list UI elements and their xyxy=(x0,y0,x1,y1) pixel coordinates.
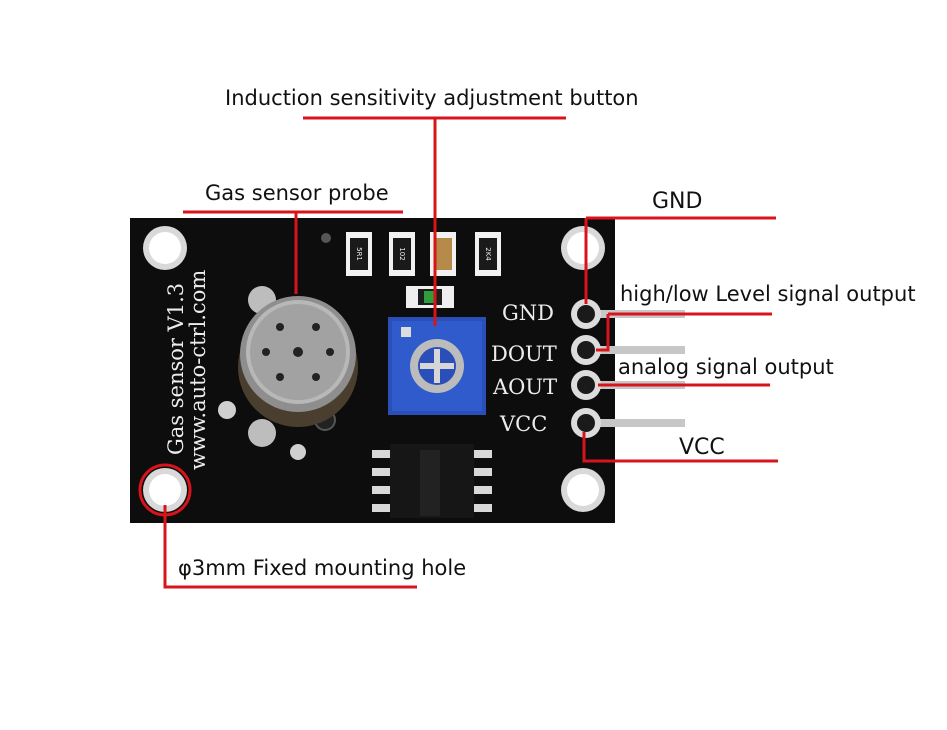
svg-text:102: 102 xyxy=(398,247,406,260)
ic-chip xyxy=(372,444,492,518)
board-url-text: www.auto-ctrl.com xyxy=(186,270,210,470)
board-model-text: Gas sensor V1.3 xyxy=(164,283,188,455)
potentiometer xyxy=(388,317,486,415)
callout-line-gnd xyxy=(584,216,776,304)
callout-line-probe xyxy=(183,210,403,294)
solder-pad xyxy=(290,444,306,460)
callout-line-vcc xyxy=(582,432,778,463)
callout-line-hole xyxy=(163,505,417,589)
pin-label-gnd: GND xyxy=(502,301,554,325)
label-gnd: GND xyxy=(652,189,703,214)
mounting-holes xyxy=(143,226,605,512)
label-digital-output: high/low Level signal output xyxy=(620,282,916,306)
smd-resistor: 102 xyxy=(389,232,415,276)
pin-label-dout: DOUT xyxy=(491,342,557,366)
label-mounting-hole: φ3mm Fixed mounting hole xyxy=(178,556,467,580)
solder-pad xyxy=(321,233,331,243)
label-sensitivity-adjustment: Induction sensitivity adjustment button xyxy=(225,86,639,110)
smd-capacitor xyxy=(430,232,456,276)
label-gas-sensor-probe: Gas sensor probe xyxy=(205,181,389,205)
smd-resistor: 5R1 xyxy=(346,232,372,276)
led xyxy=(406,286,454,308)
svg-text:2K4: 2K4 xyxy=(484,247,492,261)
pin-label-vcc: VCC xyxy=(499,412,547,436)
pin-label-aout: AOUT xyxy=(492,375,557,399)
mounting-hole-highlight xyxy=(138,463,192,517)
label-vcc: VCC xyxy=(679,435,725,460)
solder-pad xyxy=(218,401,236,419)
callout-lines xyxy=(163,116,778,589)
callout-line-potentiometer xyxy=(303,116,566,326)
smd-resistor: 2K4 xyxy=(475,232,501,276)
gas-sensor-probe xyxy=(238,286,358,447)
svg-text:5R1: 5R1 xyxy=(355,247,363,261)
label-analog-output: analog signal output xyxy=(618,355,834,379)
callout-line-dout xyxy=(596,312,772,352)
